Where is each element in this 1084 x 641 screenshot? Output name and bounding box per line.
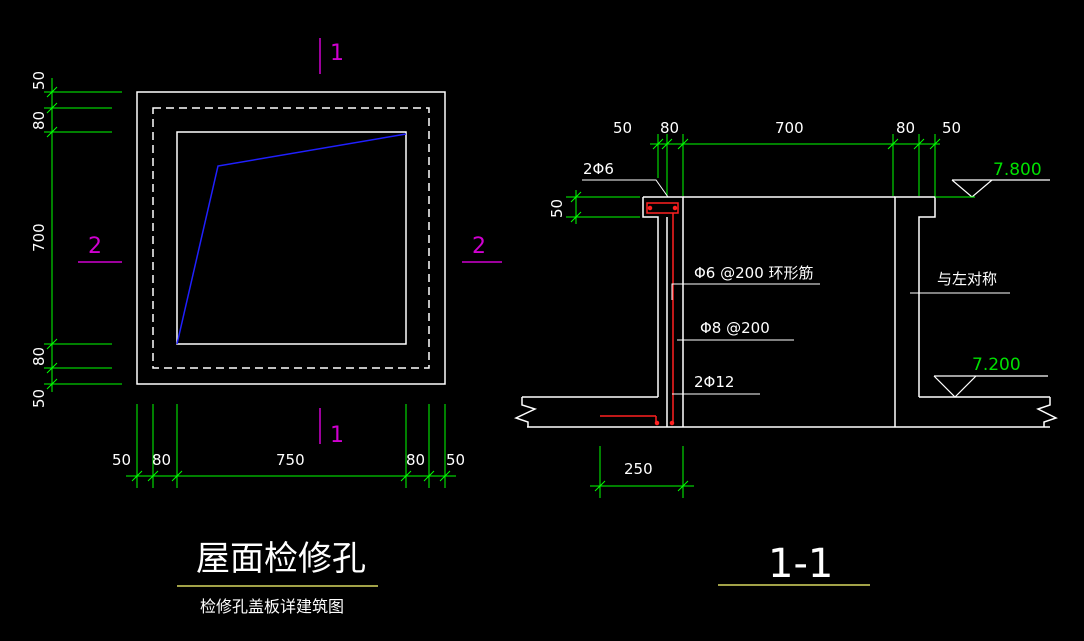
plan-vertical-dimensions <box>44 78 122 392</box>
plan-horizontal-dimensions <box>126 404 456 488</box>
section-mark-left-label: 2 <box>88 234 102 259</box>
section-slab <box>513 396 1058 428</box>
label-bottom-bar: 2Φ12 <box>694 373 734 391</box>
plan-dim-h-3: 750 <box>276 451 305 469</box>
rebar-group <box>600 202 679 426</box>
section-dim-top-1: 50 <box>613 119 632 137</box>
plan-outer-frame <box>136 91 446 385</box>
section-mark-top-label: 1 <box>330 41 344 66</box>
plan-dim-h-4: 80 <box>406 451 425 469</box>
section-view: 50 80 700 80 50 50 <box>513 119 1058 587</box>
section-dim-top-5: 50 <box>942 119 961 137</box>
section-right-wall <box>894 196 936 427</box>
section-mark-bottom-label: 1 <box>330 423 344 448</box>
plan-dim-v-1: 50 <box>30 71 48 90</box>
label-symmetric: 与左对称 <box>937 270 997 288</box>
elevation-bottom-label: 7.200 <box>972 355 1021 375</box>
label-ring-bar: Φ6 @200 环形筋 <box>694 264 814 282</box>
plan-dim-v-5: 50 <box>30 389 48 408</box>
plan-view: 1 1 2 2 50 80 70 <box>30 38 502 616</box>
plan-dim-v-4: 80 <box>30 347 48 366</box>
section-mark-right-label: 2 <box>472 234 486 259</box>
plan-dim-h-5: 50 <box>446 451 465 469</box>
plan-dim-h-1: 50 <box>112 451 131 469</box>
section-dim-left: 50 <box>548 199 566 218</box>
section-dim-bottom: 250 <box>624 460 653 478</box>
section-left-wall <box>642 196 684 427</box>
elevation-top-label: 7.800 <box>993 160 1042 180</box>
plan-dim-h-2: 80 <box>152 451 171 469</box>
elevation-mark-bottom <box>933 375 1048 398</box>
plan-title: 屋面检修孔 <box>196 539 366 579</box>
section-dim-top-4: 80 <box>896 119 915 137</box>
leader-lines <box>582 179 1010 395</box>
section-dim-top-3: 700 <box>775 119 804 137</box>
elevation-mark-top <box>951 179 1050 198</box>
label-vertical-bar: Φ8 @200 <box>700 319 770 337</box>
section-dim-top-2: 80 <box>660 119 679 137</box>
section-bottom-dimension <box>590 446 694 498</box>
plan-opening <box>176 131 407 345</box>
plan-dashed-frame <box>152 107 430 369</box>
plan-dim-v-3: 700 <box>30 223 48 252</box>
label-top-bar: 2Φ6 <box>583 160 614 178</box>
section-top-dimensions <box>650 134 941 196</box>
plan-subtitle: 检修孔盖板详建筑图 <box>200 597 344 616</box>
plan-diagonal-line <box>176 133 407 345</box>
section-title: 1-1 <box>768 541 833 587</box>
plan-dim-v-2: 80 <box>30 111 48 130</box>
section-left-dimension <box>566 190 640 224</box>
